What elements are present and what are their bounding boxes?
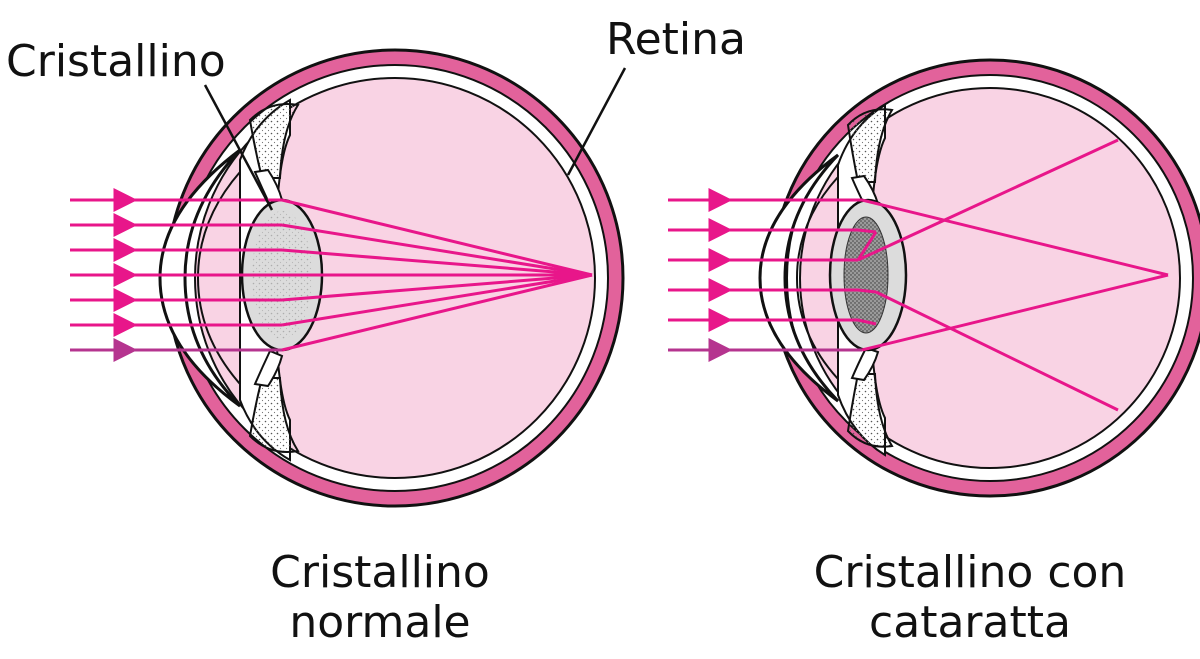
cataract-incoming-rays [668, 188, 862, 362]
cataract-ciliary-bottom [846, 373, 894, 448]
normal-caption-line2: normale [289, 597, 471, 648]
cataract-iris-bottom [850, 346, 880, 382]
retina-label: Retina [606, 14, 746, 65]
cataract-retina-ring [799, 87, 1181, 469]
normal-incoming-rays [70, 188, 282, 362]
cataract-caption-line2: cataratta [869, 597, 1071, 648]
cataract-cornea [758, 153, 840, 403]
lens-label: Cristallino [6, 36, 226, 87]
normal-focused-rays [281, 198, 593, 352]
normal-lens-caption: Cristallino normale [230, 548, 530, 648]
normal-cornea-inner [196, 171, 241, 385]
cataract-ciliary-top [846, 108, 894, 183]
cataract-lens-caption: Cristallino con cataratta [770, 548, 1170, 648]
lens-leader-line [203, 84, 274, 211]
cataract-opacity [843, 216, 889, 334]
cataract-scattered-rays [856, 138, 1169, 412]
retina-leader-line [566, 67, 627, 176]
normal-eye [70, 48, 627, 508]
cataract-eye [668, 58, 1200, 498]
normal-iris-bottom [253, 349, 284, 388]
normal-caption-line1: Cristallino [270, 547, 490, 598]
normal-retina-ring [194, 77, 596, 479]
normal-ciliary-top [248, 103, 300, 179]
cataract-caption-line1: Cristallino con [813, 547, 1127, 598]
normal-cornea [158, 148, 242, 408]
normal-ciliary-bottom [248, 377, 300, 453]
